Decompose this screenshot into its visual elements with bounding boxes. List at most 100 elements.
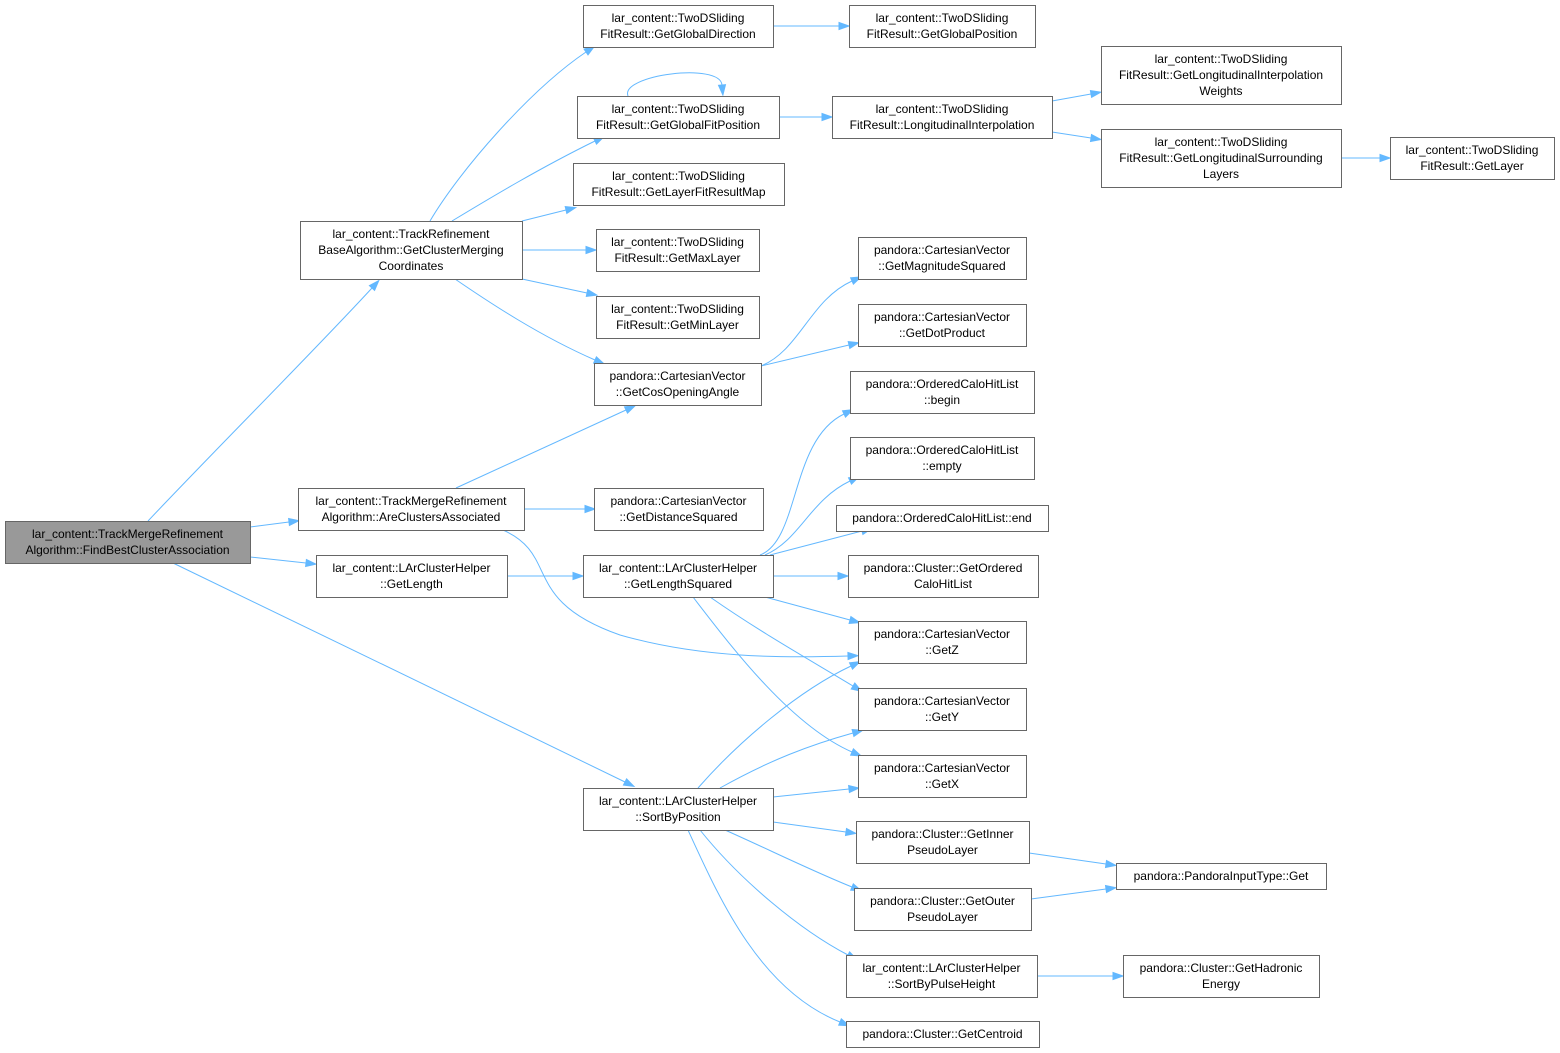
edge-line (719, 732, 854, 789)
edge-line (764, 596, 851, 621)
node-box (850, 371, 1035, 414)
node-n15[interactable]: pandora::CartesianVector::GetCosOpeningA… (594, 363, 762, 406)
node-n0[interactable]: lar_content::TrackMergeRefinementAlgorit… (5, 521, 251, 564)
node-n17[interactable]: pandora::CartesianVector::GetDotProduct (858, 304, 1027, 347)
node-label-line: ::GetX (925, 777, 959, 791)
edge-line (724, 829, 853, 888)
node-n30[interactable]: pandora::Cluster::GetCentroid (846, 1021, 1040, 1048)
node-n11[interactable]: lar_content::TwoDSlidingFitResult::GetLa… (1390, 137, 1555, 180)
node-label-line: FitResult::GetLayer (1420, 159, 1523, 173)
node-label-line: FitResult::GetMinLayer (616, 318, 739, 332)
node-label-line: lar_content::TwoDSliding (612, 102, 745, 116)
arrowhead-icon (368, 279, 380, 292)
node-box (846, 955, 1038, 998)
node-box (300, 221, 523, 280)
node-box (849, 5, 1036, 48)
node-n21[interactable]: pandora::OrderedCaloHitList::begin (850, 371, 1035, 414)
edge-n15-n17 (760, 341, 861, 367)
node-label-line: ::GetLengthSquared (624, 577, 732, 591)
node-label-line: ::GetDotProduct (899, 326, 986, 340)
edge-n4-n28 (724, 829, 863, 892)
node-box (858, 237, 1027, 280)
node-box (577, 96, 780, 139)
arrowhead-icon (848, 661, 862, 671)
node-n29[interactable]: lar_content::LArClusterHelper::SortByPul… (846, 955, 1038, 998)
arrowhead-icon (838, 21, 851, 31)
edge-n0-n3 (249, 556, 318, 568)
node-n2[interactable]: lar_content::TrackMergeRefinementAlgorit… (298, 488, 525, 531)
node-label-line: Algorithm::AreClustersAssociated (322, 510, 501, 524)
edge-line (772, 821, 847, 833)
node-label-line: PseudoLayer (907, 843, 978, 857)
node-label-line: lar_content::TrackRefinement (333, 227, 491, 241)
node-n8[interactable]: lar_content::TwoDSlidingFitResult::Longi… (832, 96, 1053, 139)
node-n10[interactable]: lar_content::TwoDSlidingFitResult::GetLo… (1101, 129, 1342, 188)
arrowhead-icon (1089, 133, 1103, 143)
edge-n0-n1 (147, 279, 380, 522)
node-n6[interactable]: lar_content::TwoDSlidingFitResult::GetGl… (849, 5, 1036, 48)
node-label-line: pandora::Cluster::GetInner (871, 827, 1013, 841)
node-label-line: pandora::CartesianVector (874, 310, 1010, 324)
arrowhead-icon (1379, 153, 1392, 163)
node-n20[interactable]: lar_content::LArClusterHelper::GetLength… (583, 555, 774, 598)
node-label-line: pandora::CartesianVector (874, 761, 1010, 775)
node-n16[interactable]: pandora::CartesianVector::GetMagnitudeSq… (858, 237, 1027, 280)
edge-line (759, 413, 845, 556)
node-label-line: ::GetY (925, 710, 959, 724)
node-n25[interactable]: pandora::CartesianVector::GetY (858, 688, 1027, 731)
edge-line (172, 562, 626, 783)
edge-n20-n19 (764, 596, 862, 624)
edge-n10-n11 (1341, 153, 1392, 163)
node-label-line: FitResult::GetLongitudinalInterpolation (1119, 68, 1323, 82)
node-n19[interactable]: pandora::CartesianVector::GetZ (858, 621, 1027, 664)
edge-line (521, 209, 567, 222)
edge-n2-n19 (502, 529, 860, 661)
arrowhead-icon (288, 517, 301, 527)
edge-line (627, 72, 723, 97)
node-n1[interactable]: lar_content::TrackRefinementBaseAlgorith… (300, 221, 523, 280)
node-label-line: lar_content::TwoDSliding (1406, 143, 1539, 157)
node-n22[interactable]: pandora::OrderedCaloHitList::empty (850, 437, 1035, 480)
node-label-line: FitResult::GetGlobalPosition (867, 27, 1018, 41)
arrowhead-icon (622, 778, 636, 788)
edge-line (502, 529, 849, 658)
edge-n1-n5 (429, 45, 596, 222)
node-n5[interactable]: lar_content::TwoDSlidingFitResult::GetGl… (583, 5, 774, 48)
arrowhead-icon (837, 571, 850, 581)
node-n4[interactable]: lar_content::LArClusterHelper::SortByPos… (583, 788, 774, 831)
node-n23[interactable]: pandora::OrderedCaloHitList::end (836, 505, 1049, 532)
edge-n7-n7 (627, 72, 727, 97)
node-label-line: lar_content::TwoDSliding (611, 302, 744, 316)
node-n26[interactable]: pandora::CartesianVector::GetX (858, 755, 1027, 798)
node-n13[interactable]: lar_content::TwoDSlidingFitResult::GetMa… (596, 229, 760, 272)
node-label-line: pandora::CartesianVector (874, 627, 1010, 641)
node-n12[interactable]: lar_content::TwoDSlidingFitResult::GetLa… (573, 163, 785, 206)
node-n31[interactable]: pandora::PandoraInputType::Get (1116, 863, 1327, 890)
node-box (1123, 955, 1320, 998)
edge-line (1051, 93, 1092, 102)
arrowhead-icon (585, 245, 598, 255)
node-n7[interactable]: lar_content::TwoDSlidingFitResult::GetGl… (577, 96, 780, 139)
node-label-line: lar_content::TwoDSliding (611, 235, 744, 249)
node-box (583, 555, 774, 598)
edge-n5-n6 (773, 21, 851, 31)
edge-n29-n32 (1037, 971, 1125, 981)
edge-line (699, 829, 849, 956)
arrowhead-icon (847, 651, 860, 661)
node-label-line: pandora::OrderedCaloHitList (866, 377, 1019, 391)
node-box (858, 688, 1027, 731)
edge-n4-n19 (697, 661, 862, 789)
edge-line (760, 280, 853, 367)
node-n18[interactable]: pandora::CartesianVector::GetDistanceSqu… (594, 488, 764, 531)
node-n3[interactable]: lar_content::LArClusterHelper::GetLength (316, 555, 508, 598)
node-n14[interactable]: lar_content::TwoDSlidingFitResult::GetMi… (596, 296, 760, 339)
node-n9[interactable]: lar_content::TwoDSlidingFitResult::GetLo… (1101, 46, 1342, 105)
node-box (583, 5, 774, 48)
edge-line (455, 409, 627, 489)
node-label-line: lar_content::TwoDSliding (876, 11, 1009, 25)
edge-n0-n2 (249, 517, 301, 528)
